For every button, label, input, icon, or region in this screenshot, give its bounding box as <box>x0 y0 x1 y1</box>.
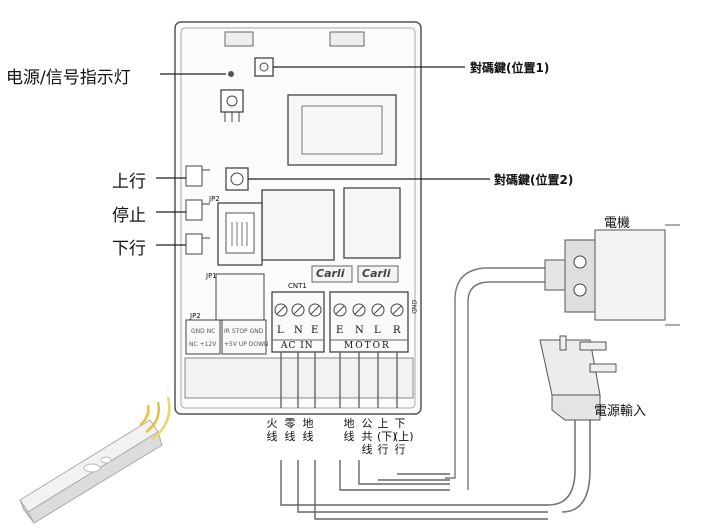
motor-terminal-l: L <box>374 325 381 336</box>
jp1-block <box>215 273 265 321</box>
terminal-n: N <box>294 325 303 336</box>
indicator-led <box>228 71 234 77</box>
button-terminals <box>185 165 210 255</box>
svg-text:NC +12V: NC +12V <box>189 341 217 348</box>
power-plug <box>539 335 617 513</box>
svg-text:+5V UP DOWN: +5V UP DOWN <box>224 341 269 348</box>
transformer <box>287 94 397 166</box>
ac-in-terminal-block <box>271 291 325 353</box>
pairing-key-1-label: 對碼鍵(位置1) <box>470 61 550 75</box>
motor-cable <box>445 267 545 490</box>
wire-neutral-label: 零线 <box>284 417 296 443</box>
indicator-label: 电源/信号指示灯 <box>6 68 131 88</box>
terminal-l: L <box>277 325 284 336</box>
down-label: 下行 <box>112 239 146 259</box>
jp2-left-label: JP2 <box>190 312 201 320</box>
motor-terminal-block <box>329 291 409 353</box>
wire-fire-label: 火线 <box>266 417 278 443</box>
svg-text:GND NC: GND NC <box>191 328 215 335</box>
wire-common-label: 公共线 <box>361 417 373 456</box>
pairing-key-2 <box>225 167 249 191</box>
wire-up-down-label: 上(下)行 <box>377 417 397 456</box>
jp2-top-label: JP2 <box>209 195 220 203</box>
motor-terminal-n: N <box>355 325 364 336</box>
power-input-label: 電源輸入 <box>594 404 647 419</box>
pairing-key-2-label: 對碼鍵(位置2) <box>494 173 574 187</box>
motor-label: MOTOR <box>344 341 391 351</box>
pairing-key-1 <box>254 57 274 77</box>
up-label: 上行 <box>112 172 146 192</box>
wires <box>280 352 548 520</box>
wire-motor-ground-label: 地线 <box>343 417 355 443</box>
motor-terminal-r: R <box>393 325 401 336</box>
bottom-strip <box>184 357 414 399</box>
motor-device-label: 電機 <box>604 216 631 231</box>
motor <box>544 224 680 326</box>
stop-label: 停止 <box>112 206 146 226</box>
motor-terminal-e: E <box>336 325 344 336</box>
svg-text:IR STOP GND: IR STOP GND <box>224 328 264 335</box>
relay-left <box>261 189 335 261</box>
wire-down-up-label: 下(上)行 <box>394 417 414 456</box>
relay-right <box>343 187 401 259</box>
terminal-e: E <box>311 325 319 336</box>
wire-ground-label: 地线 <box>302 417 314 443</box>
ac-in-label: AC IN <box>281 341 314 351</box>
potentiometer <box>220 89 244 113</box>
brand-left: Carli <box>316 267 345 280</box>
brand-right: Carli <box>362 267 391 280</box>
jp1-label: JP1 <box>206 272 217 280</box>
cnt1-label: CNT1 <box>288 282 307 290</box>
gnd-mark: GND <box>410 300 417 314</box>
remote-control <box>19 396 171 524</box>
